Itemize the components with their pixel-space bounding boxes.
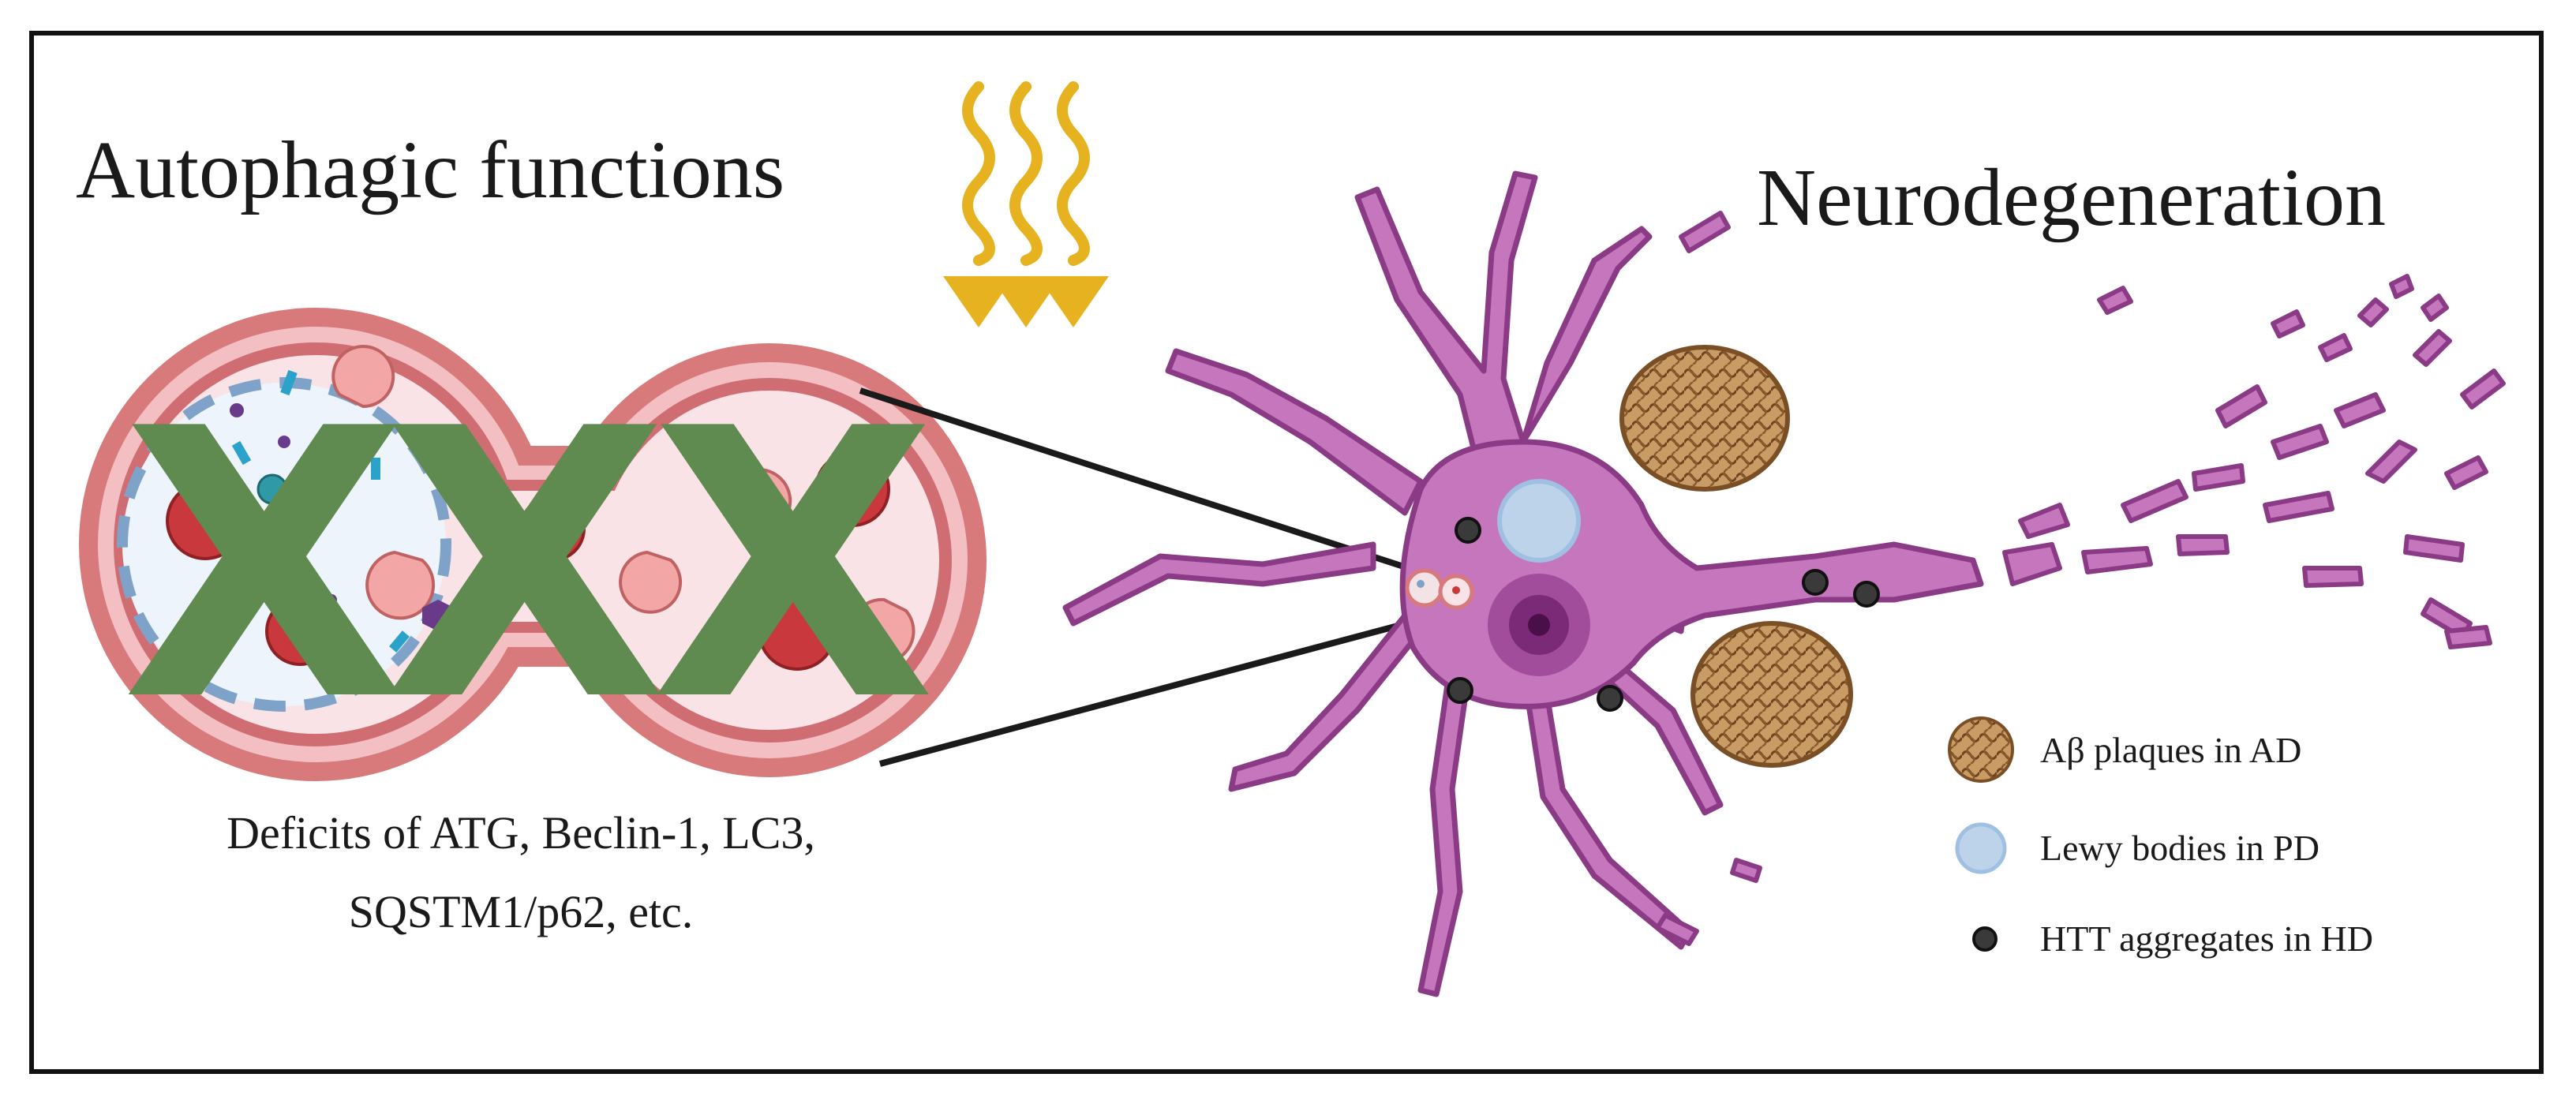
cross-mark-3: X bbox=[650, 350, 936, 782]
legend-label-plaques: Aβ plaques in AD bbox=[2040, 730, 2301, 770]
legend-label-htt: HTT aggregates in HD bbox=[2040, 918, 2373, 959]
htt-aggregate-icon bbox=[1972, 926, 1998, 952]
left-title: Autophagic functions bbox=[76, 125, 784, 215]
cross-mark-2: X bbox=[382, 350, 668, 782]
stress-arrows-icon bbox=[962, 81, 1090, 266]
right-title: Neurodegeneration bbox=[1757, 152, 2386, 243]
zoom-lines bbox=[859, 387, 1438, 767]
amyloid-plaques bbox=[1619, 345, 1853, 768]
legend-label-lewy: Lewy bodies in PD bbox=[2040, 828, 2320, 868]
legend: Aβ plaques in AD Lewy bodies in PD HTT a… bbox=[1948, 716, 2373, 959]
cross-mark-1: X bbox=[122, 350, 407, 782]
neuron-nucleus bbox=[1488, 574, 1590, 676]
lewy-body-in-cell bbox=[1497, 479, 1581, 563]
small-vesicles bbox=[1405, 568, 1474, 610]
lewy-body-icon bbox=[1955, 822, 2007, 874]
cross-marks: X X X bbox=[122, 350, 936, 782]
autophagic-vesicle bbox=[79, 308, 987, 781]
arrowheads bbox=[943, 276, 1109, 327]
caption-line-1: Deficits of ATG, Beclin-1, LC3, bbox=[227, 807, 815, 858]
htt-aggregates-in-cell bbox=[1447, 517, 1880, 712]
caption-line-2: SQSTM1/p62, etc. bbox=[349, 886, 694, 937]
plaque-icon bbox=[1948, 716, 2014, 783]
axon-fragments bbox=[1655, 211, 2506, 946]
